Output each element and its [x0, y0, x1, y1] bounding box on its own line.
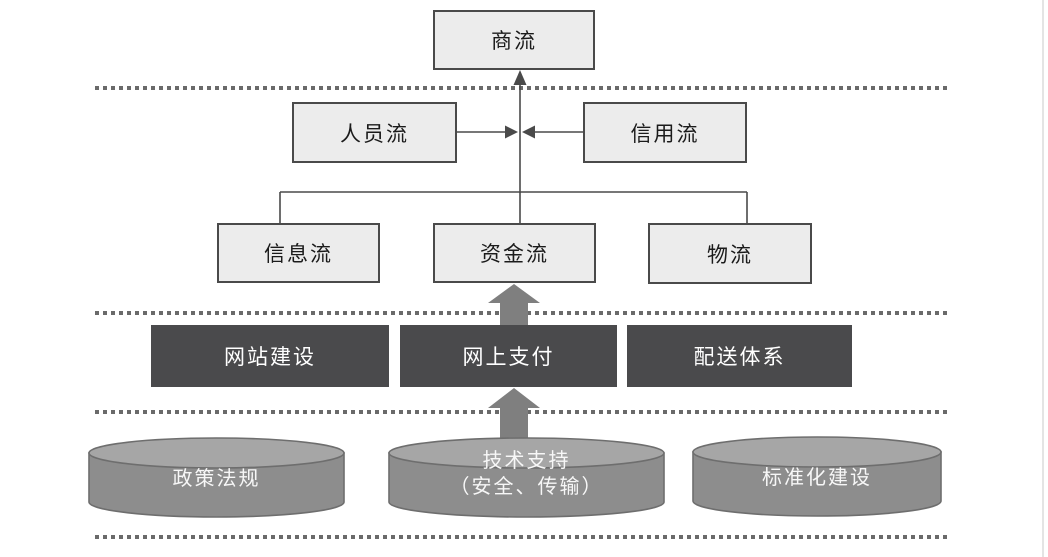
- box-logistics: 物流: [648, 223, 812, 284]
- left-arrowhead-icon: [522, 125, 535, 139]
- box-capital-flow: 资金流: [433, 223, 596, 283]
- cylinder-technical-support-label: 技术支持 （安全、传输）: [388, 448, 665, 500]
- cylinder-shape: [88, 437, 345, 518]
- box-information-flow-label: 信息流: [264, 242, 333, 266]
- box-commerce-flow: 商流: [433, 10, 595, 70]
- cylinder-policy-regulations-label: 政策法规: [172, 468, 261, 490]
- dotted-separator-4: [95, 535, 948, 539]
- dotted-separator-1: [95, 86, 948, 90]
- box-capital-flow-label: 资金流: [480, 242, 549, 266]
- box-distribution-system: 配送体系: [627, 325, 852, 387]
- cylinder-shape: [388, 437, 665, 518]
- box-credit-flow-label: 信用流: [630, 121, 700, 146]
- cylinder-shape: [692, 436, 942, 517]
- box-logistics-label: 物流: [707, 242, 753, 267]
- box-online-payment: 网上支付: [400, 325, 617, 387]
- box-online-payment-label: 网上支付: [462, 345, 555, 369]
- cylinder-technical-support: 技术支持 （安全、传输）: [388, 436, 665, 520]
- box-personnel-flow: 人员流: [292, 102, 457, 163]
- box-credit-flow: 信用流: [583, 102, 747, 163]
- up-arrowhead-to-commerce-flow-icon: [513, 70, 527, 85]
- cylinder-standardization-label: 标准化建设: [762, 467, 872, 489]
- box-website-construction: 网站建设: [151, 325, 389, 387]
- technical-support-line2: （安全、传输）: [449, 476, 604, 498]
- thick-up-arrow-payment-to-capital-icon: [488, 284, 540, 330]
- technical-support-line1: 技术支持: [482, 450, 571, 472]
- cylinder-standardization: 标准化建设: [692, 435, 942, 519]
- right-arrowhead-icon: [505, 125, 518, 139]
- box-personnel-flow-label: 人员流: [340, 121, 409, 146]
- box-distribution-system-label: 配送体系: [693, 345, 786, 369]
- box-website-construction-label: 网站建设: [224, 345, 316, 369]
- box-commerce-flow-label: 商流: [491, 29, 537, 53]
- thick-up-arrow-support-to-payment-icon: [488, 388, 540, 442]
- cylinder-policy-regulations: 政策法规: [88, 436, 345, 520]
- page-right-border: [1042, 0, 1044, 557]
- box-information-flow: 信息流: [217, 223, 380, 283]
